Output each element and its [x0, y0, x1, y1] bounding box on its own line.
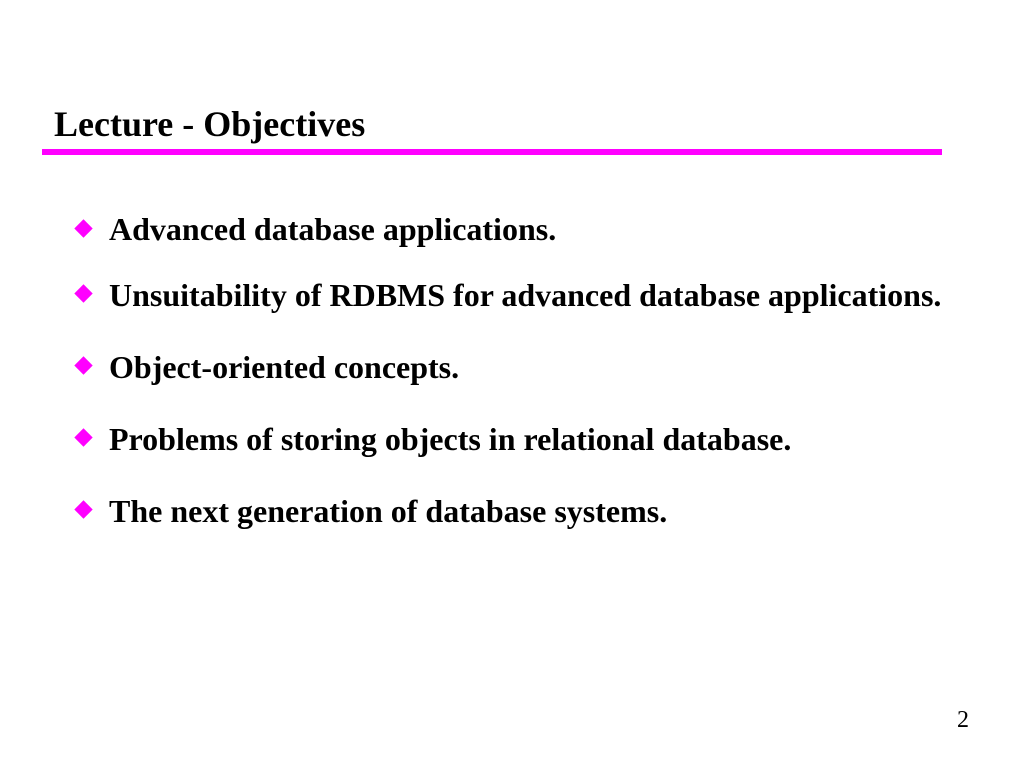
list-item: Problems of storing objects in relationa…	[72, 409, 970, 469]
title-underline	[42, 149, 942, 155]
list-item: Advanced database applications.	[72, 205, 970, 253]
list-item-text: Unsuitability of RDBMS for advanced data…	[109, 277, 942, 313]
diamond-bullet-icon	[74, 284, 93, 303]
list-item: The next generation of database systems.	[72, 481, 970, 541]
slide-title: Lecture - Objectives	[54, 104, 366, 144]
list-item-text: Object-oriented concepts.	[109, 349, 460, 385]
diamond-bullet-icon	[74, 428, 93, 447]
page-number: 2	[957, 707, 969, 733]
objectives-list: Advanced database applications. Unsuitab…	[72, 205, 970, 553]
list-item: Unsuitability of RDBMS for advanced data…	[72, 265, 970, 325]
diamond-bullet-icon	[74, 500, 93, 519]
list-item-text: The next generation of database systems.	[109, 493, 668, 529]
diamond-bullet-icon	[74, 356, 93, 375]
diamond-bullet-icon	[74, 219, 93, 238]
list-item-text: Problems of storing objects in relationa…	[109, 421, 792, 457]
list-item-text: Advanced database applications.	[109, 211, 557, 247]
list-item: Object-oriented concepts.	[72, 337, 970, 397]
